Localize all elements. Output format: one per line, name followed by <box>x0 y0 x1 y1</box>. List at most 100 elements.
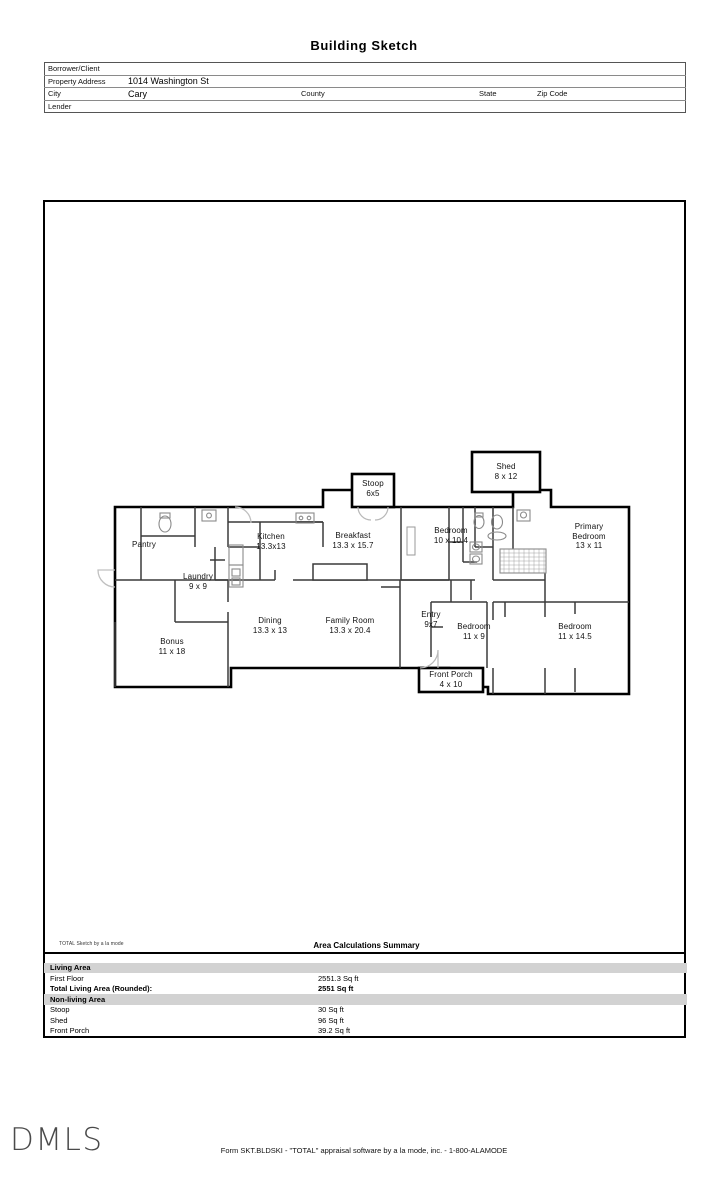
building-sketch-frame: Pantry Laundry 9 x 9 Bonus 11 x 18 Kitch… <box>43 200 688 1038</box>
room-label-pantry: Pantry <box>115 540 173 550</box>
lender-value[interactable] <box>120 99 686 113</box>
mls-logo: DMLS <box>10 1122 104 1158</box>
property-address-value[interactable]: 1014 Washington St <box>120 74 686 88</box>
room-label-family-room: Family Room 13.3 x 20.4 <box>307 616 393 635</box>
room-name-family-room: Family Room <box>325 616 375 625</box>
room-name-primary-line1: Primary <box>574 522 604 531</box>
room-dims-bedroom-rear: 11 x 14.5 <box>558 631 592 641</box>
area-row-value-total-living: 2551 Sq ft <box>318 984 354 994</box>
table-row-city: City Cary County State Zip Code <box>44 87 686 101</box>
room-name-front-porch: Front Porch <box>429 670 473 679</box>
table-row-total-living-area: Total Living Area (Rounded): 2551 Sq ft <box>44 984 687 995</box>
room-label-dining: Dining 13.3 x 13 <box>235 616 305 635</box>
area-row-label-total-living: Total Living Area (Rounded): <box>50 984 153 994</box>
area-row-value-first-floor: 2551.3 Sq ft <box>318 973 359 983</box>
room-dims-stoop: 6x5 <box>366 488 380 498</box>
property-address-label: Property Address <box>44 74 120 88</box>
front-porch-door-swing <box>419 649 439 669</box>
shed-outline <box>470 450 542 494</box>
city-value[interactable]: Cary <box>120 87 298 101</box>
room-label-breakfast: Breakfast 13.3 x 15.7 <box>313 531 393 550</box>
room-label-shed: Shed 8 x 12 <box>472 462 540 481</box>
room-dims-bedroom-mid: 11 x 9 <box>462 631 486 641</box>
shower-tile-pattern <box>500 549 546 573</box>
room-name-shed: Shed <box>496 462 516 471</box>
area-row-label-stoop: Stoop <box>50 1005 70 1015</box>
area-row-label-first-floor: First Floor <box>50 973 84 983</box>
room-label-bedroom-mid: Bedroom 11 x 9 <box>445 622 503 641</box>
page-title: Building Sketch <box>310 38 418 53</box>
floor-plan-drawing: Pantry Laundry 9 x 9 Bonus 11 x 18 Kitch… <box>45 202 688 942</box>
form-footer-note: Form SKT.BLDSKI - "TOTAL" appraisal soft… <box>220 1146 508 1155</box>
room-dims-front-porch: 4 x 10 <box>439 679 463 689</box>
stoop-door-swing <box>357 506 389 521</box>
room-name-kitchen: Kitchen <box>257 532 285 541</box>
state-label: State <box>476 87 534 101</box>
room-dims-family-room: 13.3 x 20.4 <box>329 625 371 635</box>
exterior-walls <box>113 488 631 696</box>
room-label-bedroom-front: Bedroom 10 x 10.4 <box>417 526 485 545</box>
lender-label: Lender <box>44 99 120 113</box>
stoop-outline <box>350 472 396 509</box>
section-label-living-area: Living Area <box>44 962 318 973</box>
borrower-value[interactable] <box>120 62 686 76</box>
zip-code-label: Zip Code <box>534 87 607 101</box>
room-name-dining: Dining <box>258 616 282 625</box>
section-spacer-living <box>318 962 687 973</box>
room-label-kitchen: Kitchen 13.3x13 <box>241 532 301 551</box>
area-summary-title: Area Calculations Summary <box>313 941 420 950</box>
room-label-entry: Entry 9x7 <box>407 610 455 629</box>
table-row-property-address: Property Address 1014 Washington St <box>44 74 686 88</box>
sketch-software-credit: TOTAL Sketch by a la mode <box>59 941 124 947</box>
room-name-bonus: Bonus <box>160 637 184 646</box>
room-name-pantry: Pantry <box>131 540 157 549</box>
county-label: County <box>298 87 476 101</box>
table-row-borrower: Borrower/Client <box>44 62 686 76</box>
area-row-value-front-porch: 39.2 Sq ft <box>318 1026 351 1036</box>
room-dims-primary: 13 x 11 <box>575 541 603 550</box>
room-name-bedroom-mid: Bedroom <box>457 622 491 631</box>
room-dims-breakfast: 13.3 x 15.7 <box>332 540 374 550</box>
room-name-entry: Entry <box>421 610 441 619</box>
door-swings <box>97 506 252 588</box>
room-dims-bonus: 11 x 18 <box>158 646 186 656</box>
room-label-stoop: Stoop 6x5 <box>352 479 394 498</box>
area-section-heading-living: Living Area <box>44 962 687 973</box>
borrower-label: Borrower/Client <box>44 62 120 76</box>
area-row-label-shed: Shed <box>50 1015 68 1025</box>
room-label-laundry: Laundry 9 x 9 <box>167 572 229 591</box>
summary-divider <box>43 951 686 954</box>
section-spacer-nonliving <box>318 994 687 1005</box>
room-dims-kitchen: 13.3x13 <box>256 541 286 551</box>
room-name-breakfast: Breakfast <box>335 531 371 540</box>
room-name-stoop: Stoop <box>362 479 384 488</box>
table-row-lender: Lender <box>44 99 686 113</box>
room-dims-bedroom-front: 10 x 10.4 <box>433 535 469 545</box>
area-section-heading-nonliving: Non-living Area <box>44 994 687 1005</box>
room-label-bonus: Bonus 11 x 18 <box>142 637 202 656</box>
room-name-primary-line2: Bedroom <box>572 531 606 541</box>
interior-walls <box>114 507 629 694</box>
property-identification-table: Borrower/Client Property Address 1014 Wa… <box>44 62 686 113</box>
room-label-primary-bedroom: Primary Bedroom 13 x 11 <box>553 522 625 551</box>
room-name-bedroom-front: Bedroom <box>434 526 468 535</box>
table-row-front-porch: Front Porch 39.2 Sq ft <box>44 1026 687 1037</box>
zip-code-value[interactable] <box>607 87 686 101</box>
room-dims-shed: 8 x 12 <box>494 471 518 481</box>
area-row-value-shed: 96 Sq ft <box>318 1015 344 1025</box>
area-calculations-table: Living Area First Floor 2551.3 Sq ft Tot… <box>44 962 687 1037</box>
front-porch-outline <box>417 666 485 694</box>
city-label: City <box>44 87 120 101</box>
room-label-bedroom-rear: Bedroom 11 x 14.5 <box>539 622 611 641</box>
room-dims-entry: 9x7 <box>424 619 438 629</box>
room-name-bedroom-rear: Bedroom <box>558 622 592 631</box>
section-label-non-living-area: Non-living Area <box>44 994 318 1005</box>
room-name-laundry: Laundry <box>183 572 213 581</box>
table-row-stoop: Stoop 30 Sq ft <box>44 1005 687 1016</box>
area-row-value-stoop: 30 Sq ft <box>318 1005 344 1015</box>
room-dims-dining: 13.3 x 13 <box>252 625 288 635</box>
area-row-label-front-porch: Front Porch <box>50 1026 90 1036</box>
table-row-shed: Shed 96 Sq ft <box>44 1015 687 1026</box>
room-dims-laundry: 9 x 9 <box>188 581 208 591</box>
room-label-front-porch: Front Porch 4 x 10 <box>419 670 483 689</box>
